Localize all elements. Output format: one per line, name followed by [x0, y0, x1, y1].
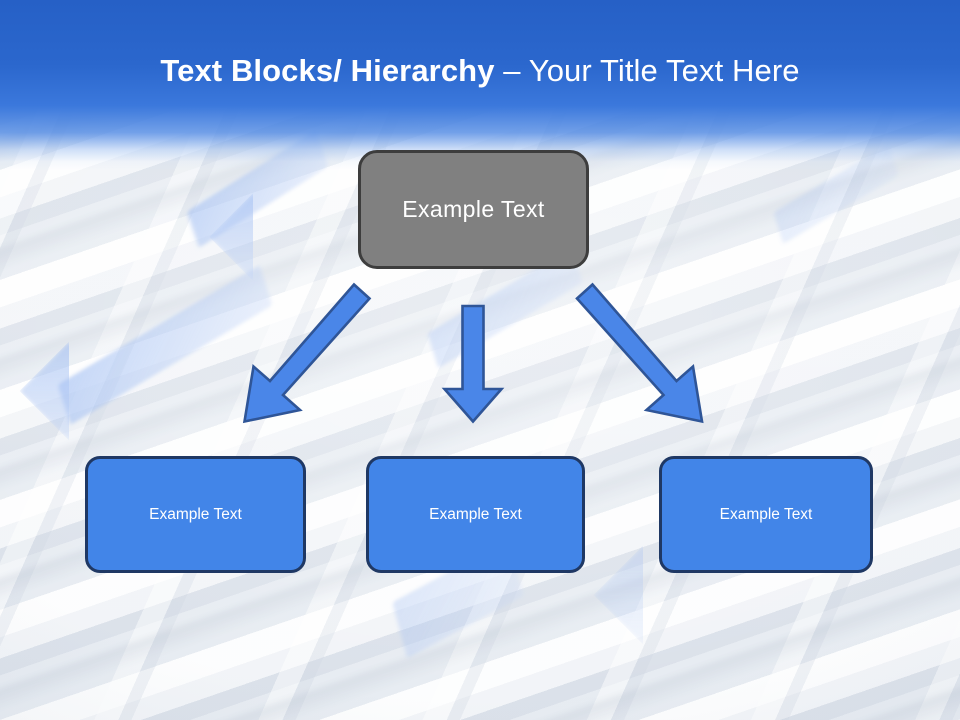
arrow-to-child-2 [575, 282, 704, 424]
node-child-left[interactable]: Example Text [85, 456, 306, 573]
arrow-to-child-0 [242, 282, 372, 424]
node-child-middle-label: Example Text [429, 505, 522, 523]
page-title-light: – Your Title Text Here [503, 53, 800, 88]
node-child-left-label: Example Text [149, 505, 242, 523]
page-title: Text Blocks/ Hierarchy – Your Title Text… [0, 52, 960, 90]
node-child-middle[interactable]: Example Text [366, 456, 585, 573]
arrow-to-child-1 [441, 304, 505, 424]
node-root[interactable]: Example Text [358, 150, 589, 269]
node-child-right[interactable]: Example Text [659, 456, 873, 573]
node-child-right-label: Example Text [719, 505, 813, 523]
page-title-strong: Text Blocks/ Hierarchy [160, 53, 504, 88]
node-root-label: Example Text [402, 196, 545, 222]
